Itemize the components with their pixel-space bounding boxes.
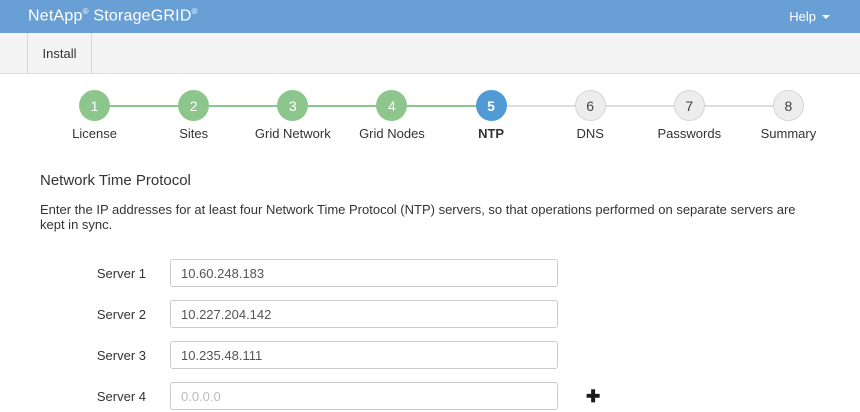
step-label: Sites: [179, 126, 209, 141]
server-row-2: Server 2: [40, 300, 820, 328]
server-row-4: Server 4 ✚: [40, 382, 820, 410]
app-title: NetApp® StorageGRID®: [28, 7, 198, 25]
server-2-input[interactable]: [170, 300, 558, 328]
step-sites[interactable]: 2 Sites: [94, 90, 243, 141]
step-label: Passwords: [657, 126, 722, 141]
step-number: 6: [574, 90, 606, 121]
step-grid-network[interactable]: 3 Grid Network: [193, 90, 342, 141]
step-label: DNS: [576, 126, 604, 141]
step-label: Grid Network: [254, 126, 331, 141]
registered-mark: ®: [191, 7, 198, 17]
server-2-label: Server 2: [96, 306, 146, 322]
install-wizard-stepper: 1 License 2 Sites 3 Grid Network 4 Grid …: [45, 90, 838, 141]
step-license[interactable]: 1 License: [45, 90, 144, 141]
step-number: 2: [178, 90, 210, 121]
step-number: 3: [277, 90, 309, 121]
step-label: NTP: [478, 126, 505, 141]
step-number: 7: [673, 90, 705, 121]
ntp-form: Server 1 Server 2 Server 3 Server 4 ✚: [40, 259, 820, 410]
ntp-section: Network Time Protocol Enter the IP addre…: [0, 172, 860, 410]
step-number: 4: [376, 90, 408, 121]
caret-down-icon: [822, 14, 830, 19]
page-title: Network Time Protocol: [40, 172, 191, 189]
tab-bar: Install: [0, 33, 860, 74]
add-ntp-server-button[interactable]: ✚: [586, 388, 600, 405]
step-dns[interactable]: 6 DNS: [490, 90, 640, 141]
ntp-description: Enter the IP addresses for at least four…: [40, 202, 796, 232]
step-number: 8: [772, 90, 804, 121]
product-name: StorageGRID: [93, 7, 192, 25]
step-label: License: [72, 126, 117, 141]
server-1-input[interactable]: [170, 259, 558, 287]
step-number: 5: [475, 90, 507, 121]
server-3-input[interactable]: [170, 341, 558, 369]
brand-name: NetApp: [28, 7, 83, 25]
registered-mark: ®: [82, 7, 89, 17]
server-3-label: Server 3: [96, 347, 146, 363]
step-ntp[interactable]: 5 NTP: [391, 90, 541, 141]
tabbar-spacer: [0, 33, 28, 73]
help-label: Help: [789, 9, 816, 24]
step-grid-nodes[interactable]: 4 Grid Nodes: [292, 90, 441, 141]
app-header: NetApp® StorageGRID® Help: [0, 0, 860, 33]
step-label: Grid Nodes: [359, 126, 425, 141]
server-4-label: Server 4: [96, 388, 146, 404]
help-menu[interactable]: Help: [789, 9, 830, 24]
step-passwords[interactable]: 7 Passwords: [590, 90, 739, 141]
step-label: Summary: [760, 126, 817, 141]
plus-icon: ✚: [586, 386, 601, 406]
server-1-label: Server 1: [96, 265, 146, 281]
step-summary[interactable]: 8 Summary: [689, 90, 838, 141]
tab-install[interactable]: Install: [28, 33, 92, 73]
server-4-input[interactable]: [170, 382, 558, 410]
server-row-1: Server 1: [40, 259, 820, 287]
server-row-3: Server 3: [40, 341, 820, 369]
step-number: 1: [79, 90, 111, 121]
